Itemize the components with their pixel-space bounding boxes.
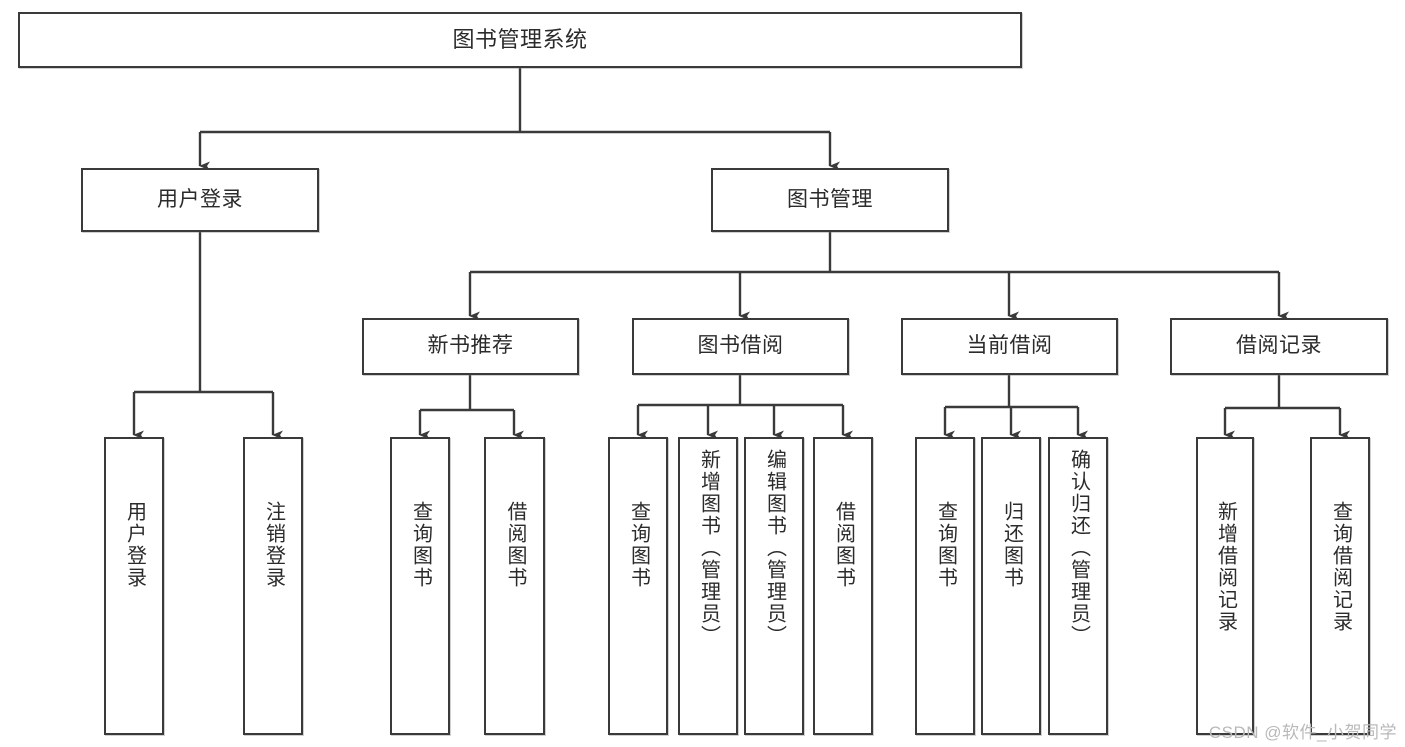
node-user-login[interactable]: 用户登录	[81, 168, 319, 232]
node-current-borrow[interactable]: 当前借阅	[901, 318, 1118, 375]
node-leaf-edit-book-admin[interactable]: 编辑图书（管理员）	[744, 437, 804, 735]
node-book-manage[interactable]: 图书管理	[711, 168, 949, 232]
node-leaf-user-logout[interactable]: 注销登录	[243, 437, 303, 735]
node-leaf-borrow-book-rec-label: 借阅图书	[504, 501, 526, 589]
node-leaf-query-book-borrow-label: 查询图书	[627, 501, 650, 589]
node-book-borrow[interactable]: 图书借阅	[632, 318, 849, 375]
node-leaf-edit-book-admin-label: 编辑图书（管理员）	[763, 449, 786, 647]
node-leaf-query-book-borrow[interactable]: 查询图书	[608, 437, 668, 735]
node-leaf-user-login[interactable]: 用户登录	[104, 437, 164, 735]
node-root-system-label: 图书管理系统	[452, 27, 588, 53]
node-leaf-query-borrow-record[interactable]: 查询借阅记录	[1310, 437, 1370, 735]
node-leaf-query-book-rec[interactable]: 查询图书	[390, 437, 450, 735]
node-leaf-add-borrow-record[interactable]: 新增借阅记录	[1196, 437, 1254, 735]
node-leaf-add-borrow-record-label: 新增借阅记录	[1214, 501, 1237, 633]
node-borrow-record-label: 借阅记录	[1236, 334, 1322, 358]
node-user-login-label: 用户登录	[157, 187, 243, 211]
node-leaf-user-logout-label: 注销登录	[262, 501, 285, 589]
node-book-borrow-label: 图书借阅	[697, 334, 784, 358]
node-root-system[interactable]: 图书管理系统	[18, 12, 1022, 68]
node-current-borrow-label: 当前借阅	[966, 334, 1053, 358]
node-book-manage-label: 图书管理	[787, 187, 873, 211]
node-leaf-query-book-current-label: 查询图书	[934, 501, 957, 589]
node-leaf-query-book-rec-label: 查询图书	[409, 501, 432, 589]
node-new-book-recommend-label: 新书推荐	[427, 334, 514, 358]
node-leaf-confirm-return-admin-label: 确认归还（管理员）	[1067, 449, 1090, 647]
node-leaf-return-book-label: 归还图书	[1000, 501, 1023, 589]
node-leaf-borrow-book-rec[interactable]: 借阅图书	[484, 437, 545, 735]
node-leaf-query-borrow-record-label: 查询借阅记录	[1329, 501, 1352, 633]
node-borrow-record[interactable]: 借阅记录	[1170, 318, 1388, 375]
node-leaf-confirm-return-admin[interactable]: 确认归还（管理员）	[1048, 437, 1108, 735]
node-leaf-query-book-current[interactable]: 查询图书	[915, 437, 975, 735]
node-leaf-borrow-book-label: 借阅图书	[832, 501, 855, 589]
node-leaf-add-book-admin-label: 新增图书（管理员）	[697, 449, 720, 647]
node-leaf-user-login-label: 用户登录	[123, 501, 146, 589]
edges-group	[132, 68, 1350, 440]
node-leaf-borrow-book[interactable]: 借阅图书	[813, 437, 873, 735]
node-leaf-add-book-admin[interactable]: 新增图书（管理员）	[678, 437, 738, 735]
node-new-book-recommend[interactable]: 新书推荐	[362, 318, 579, 375]
csdn-watermark: CSDN @软件_小贺同学	[1208, 723, 1397, 742]
node-leaf-return-book[interactable]: 归还图书	[981, 437, 1041, 735]
